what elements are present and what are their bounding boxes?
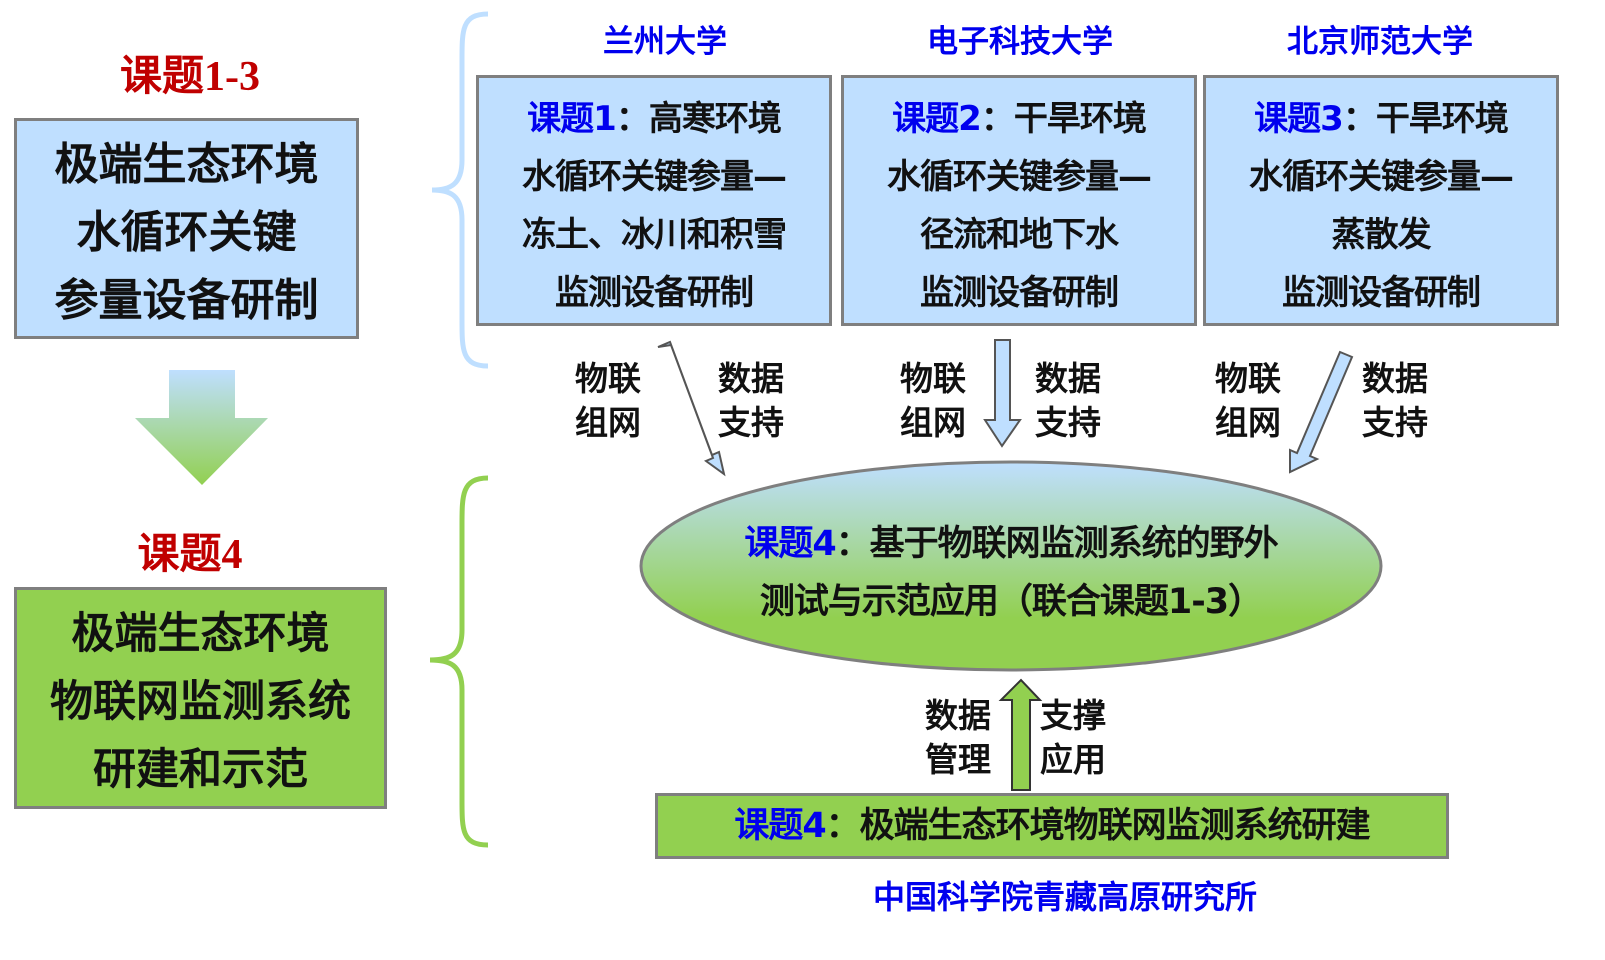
label-line: 物联 bbox=[1215, 359, 1281, 398]
up-label-support-application: 支撑应用 bbox=[1040, 694, 1120, 782]
label-line: 物联 bbox=[575, 359, 641, 398]
topic-tag: 课题4 bbox=[744, 524, 836, 564]
university-label: 兰州大学 bbox=[603, 24, 727, 60]
label-line: 数据 bbox=[1362, 359, 1428, 398]
topic-line: 蒸散发 bbox=[1331, 215, 1432, 255]
box-line: 极端生态环境 bbox=[71, 609, 330, 659]
label-line: 组网 bbox=[900, 403, 966, 442]
topic-title-line: 课题1：高寒环境 bbox=[479, 90, 829, 148]
ellipse-title-line: 课题4：基于物联网监测系统的野外 bbox=[640, 515, 1382, 573]
topic-line: 监测设备研制 bbox=[555, 273, 754, 313]
ellipse-line: 测试与示范应用（联合课题1-3） bbox=[759, 582, 1263, 622]
label-line: 数据 bbox=[925, 696, 991, 735]
ellipse-line: ：基于物联网监测系统的野外 bbox=[835, 524, 1279, 564]
topic-title-line: 课题3：干旱环境 bbox=[1206, 90, 1556, 148]
down-arrow-icon bbox=[135, 370, 268, 485]
topic-line: 水循环关键参量— bbox=[887, 157, 1152, 197]
topic-line: 水循环关键参量— bbox=[1249, 157, 1514, 197]
university-label: 北京师范大学 bbox=[1287, 24, 1473, 60]
topic-box-2: 课题2：干旱环境 水循环关键参量— 径流和地下水 监测设备研制 bbox=[841, 75, 1197, 326]
label-line: 应用 bbox=[1040, 740, 1106, 779]
label-line: 数据 bbox=[1035, 359, 1101, 398]
topic-line: 监测设备研制 bbox=[920, 273, 1119, 313]
label-line: 支持 bbox=[718, 403, 784, 442]
bottom-bar: 课题4：极端生态环境物联网监测系统研建 bbox=[655, 793, 1449, 859]
left-green-box: 极端生态环境 物联网监测系统 研建和示范 bbox=[14, 587, 387, 809]
topic-tag: 课题1 bbox=[527, 99, 617, 139]
arrow-label-iot: 物联组网 bbox=[1215, 357, 1295, 445]
topic-line: 水循环关键参量— bbox=[522, 157, 787, 197]
label-line: 组网 bbox=[575, 403, 641, 442]
box-line: 物联网监测系统 bbox=[50, 677, 351, 727]
arrow-label-iot: 物联组网 bbox=[900, 357, 980, 445]
heading-topics-1-3: 课题1-3 bbox=[120, 54, 260, 100]
ellipse-shape bbox=[639, 460, 1383, 672]
topic-title-line: 课题2：干旱环境 bbox=[844, 90, 1194, 148]
topic-line: 监测设备研制 bbox=[1282, 273, 1481, 313]
topic-tag: 课题2 bbox=[892, 99, 982, 139]
arrow-label-data: 数据支持 bbox=[1362, 357, 1442, 445]
topic-tag: 课题3 bbox=[1254, 99, 1344, 139]
institute-label: 中国科学院青藏高原研究所 bbox=[872, 878, 1257, 916]
label-line: 支撑 bbox=[1040, 696, 1106, 735]
left-blue-box: 极端生态环境 水循环关键 参量设备研制 bbox=[14, 118, 359, 339]
topic-line: 冻土、冰川和积雪 bbox=[522, 215, 787, 255]
heading-topic-4: 课题4 bbox=[137, 532, 243, 578]
bottom-bar-text: ：极端生态环境物联网监测系统研建 bbox=[825, 806, 1371, 846]
label-line: 数据 bbox=[718, 359, 784, 398]
box-line: 参量设备研制 bbox=[54, 275, 319, 326]
topic-box-1: 课题1：高寒环境 水循环关键参量— 冻土、冰川和积雪 监测设备研制 bbox=[476, 75, 832, 326]
box-line: 极端生态环境 bbox=[54, 139, 319, 190]
label-line: 物联 bbox=[900, 359, 966, 398]
arrow-label-iot: 物联组网 bbox=[575, 357, 655, 445]
label-line: 组网 bbox=[1215, 403, 1281, 442]
topic-line: ：干旱环境 bbox=[1342, 99, 1509, 139]
topic-box-3: 课题3：干旱环境 水循环关键参量— 蒸散发 监测设备研制 bbox=[1203, 75, 1559, 326]
blue-brace bbox=[431, 11, 489, 369]
up-arrow-icon bbox=[998, 678, 1043, 791]
arrow-topic1-icon bbox=[657, 340, 726, 477]
arrow-topic2-icon bbox=[983, 339, 1022, 448]
label-line: 管理 bbox=[925, 740, 991, 779]
topic-line: 径流和地下水 bbox=[920, 215, 1119, 255]
box-line: 水循环关键 bbox=[76, 207, 297, 258]
green-brace bbox=[429, 475, 489, 848]
ellipse-text: 课题4：基于物联网监测系统的野外 测试与示范应用（联合课题1-3） bbox=[640, 515, 1382, 631]
up-label-data-management: 数据管理 bbox=[925, 694, 1005, 782]
label-line: 支持 bbox=[1362, 403, 1428, 442]
label-line: 支持 bbox=[1035, 403, 1101, 442]
arrow-topic3-icon bbox=[1289, 350, 1354, 474]
topic-line: ：干旱环境 bbox=[980, 99, 1147, 139]
university-label: 电子科技大学 bbox=[927, 24, 1113, 60]
arrow-label-data: 数据支持 bbox=[718, 357, 798, 445]
arrow-label-data: 数据支持 bbox=[1035, 357, 1115, 445]
topic-line: ：高寒环境 bbox=[615, 99, 782, 139]
topic-tag: 课题4 bbox=[734, 806, 826, 846]
box-line: 研建和示范 bbox=[93, 745, 308, 795]
